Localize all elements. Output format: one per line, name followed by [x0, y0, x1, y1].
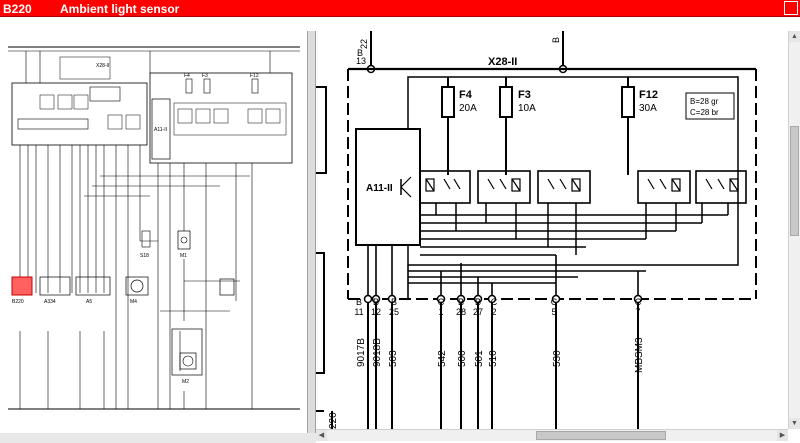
- overview-schematic[interactable]: X28-II A11-II F4 F3 F12 B220 A334 A5 M4 …: [0, 31, 307, 433]
- fuse-f12-rating: 30A: [639, 103, 657, 114]
- wire-label-501: 501: [474, 350, 485, 367]
- wire-label-500: 500: [457, 350, 468, 367]
- vertical-scroll-thumb[interactable]: [790, 126, 799, 236]
- wire-label-510: 510: [488, 350, 499, 367]
- window-title: Ambient light sensor: [60, 2, 180, 16]
- pin-letter-7: C: [491, 297, 498, 307]
- scroll-up-icon[interactable]: ▲: [789, 31, 800, 42]
- top-wire-label-1: 22: [359, 39, 369, 49]
- detail-pane[interactable]: 22 B 13 B X28-II A11-II: [316, 31, 788, 429]
- wire-label-503: 503: [388, 350, 399, 367]
- b220-sensor-highlight[interactable]: [11, 276, 33, 296]
- ov-label-a11: A11-II: [154, 127, 167, 133]
- connector-label: X28-II: [488, 56, 517, 68]
- pin-letter-5: B: [458, 297, 464, 307]
- pin-letter-4: C: [438, 297, 445, 307]
- pin-num-6: 27: [473, 307, 483, 317]
- horizontal-scrollbar[interactable]: ◀ ▶: [316, 429, 788, 441]
- note-line-2: C=28 br: [690, 108, 719, 117]
- pin-num-3: 25: [389, 307, 399, 317]
- pin-num-7: 2: [491, 307, 496, 317]
- fuse-f4-rating: 20A: [459, 103, 477, 114]
- pin-letter-8: C: [551, 297, 558, 307]
- pin-num-8: 5: [551, 307, 556, 317]
- component-code: B220: [3, 2, 32, 16]
- pin-letter-6: B: [475, 297, 481, 307]
- fuse-f12-name: F12: [639, 89, 658, 101]
- top-wire-label-2: B: [551, 37, 561, 43]
- ov-label-m2: M2: [182, 379, 189, 385]
- module-label: A11-II: [366, 183, 393, 194]
- scroll-right-icon[interactable]: ▶: [777, 430, 788, 441]
- wire-label-530: 530: [552, 350, 563, 367]
- overview-pane[interactable]: X28-II A11-II F4 F3 F12 B220 A334 A5 M4 …: [0, 31, 308, 433]
- pin-letter-1: B: [356, 297, 362, 307]
- note-line-1: B=28 gr: [690, 97, 719, 106]
- top-pin-letter-1: B: [357, 48, 363, 58]
- wire-label-220: 220: [328, 412, 339, 429]
- wire-label-9018b: 9018B: [372, 338, 383, 367]
- title-bar: B220 Ambient light sensor: [0, 0, 800, 17]
- ov-label-f12: F12: [250, 73, 259, 79]
- top-pin-num-1: 13: [356, 56, 366, 66]
- horizontal-scroll-thumb[interactable]: [536, 431, 666, 440]
- fuse-f3-rating: 10A: [518, 103, 536, 114]
- ov-label-x28: X28-II: [96, 63, 109, 69]
- ov-label-b220: B220: [12, 299, 24, 305]
- pane-splitter[interactable]: [307, 31, 316, 433]
- ov-label-f4: F4: [184, 73, 190, 79]
- fuse-f4-name: F4: [459, 89, 473, 101]
- status-strip: [0, 433, 316, 443]
- pin-letter-3: B: [391, 297, 397, 307]
- wire-label-9017b: 9017B: [356, 338, 367, 367]
- detail-schematic[interactable]: 22 B 13 B X28-II A11-II: [316, 31, 788, 429]
- scroll-down-icon[interactable]: ▼: [789, 418, 800, 429]
- ov-label-s18: S18: [140, 253, 149, 259]
- pin-letter-2: B: [373, 297, 379, 307]
- pin-num-2: 12: [371, 307, 381, 317]
- ov-label-a334: A334: [44, 299, 56, 305]
- ov-label-m1: M1: [180, 253, 187, 259]
- scroll-left-icon[interactable]: ◀: [316, 430, 327, 441]
- ov-label-a5: A5: [86, 299, 92, 305]
- ov-label-m4: M4: [130, 299, 137, 305]
- wire-label-542: 542: [437, 350, 448, 367]
- toolbar-strip: [0, 17, 800, 31]
- ov-label-f3: F3: [202, 73, 208, 79]
- pin-num-5: 28: [456, 307, 466, 317]
- fuse-f3-name: F3: [518, 89, 531, 101]
- close-button[interactable]: [784, 1, 798, 15]
- pin-num-1: 11: [354, 307, 363, 317]
- pin-num-9: 7: [635, 307, 640, 317]
- vertical-scrollbar[interactable]: ▲ ▼: [788, 31, 800, 429]
- pin-letter-9: C: [635, 297, 642, 307]
- wire-label-mbsm3: MBSM3: [634, 337, 645, 373]
- pin-num-4: 1: [438, 307, 443, 317]
